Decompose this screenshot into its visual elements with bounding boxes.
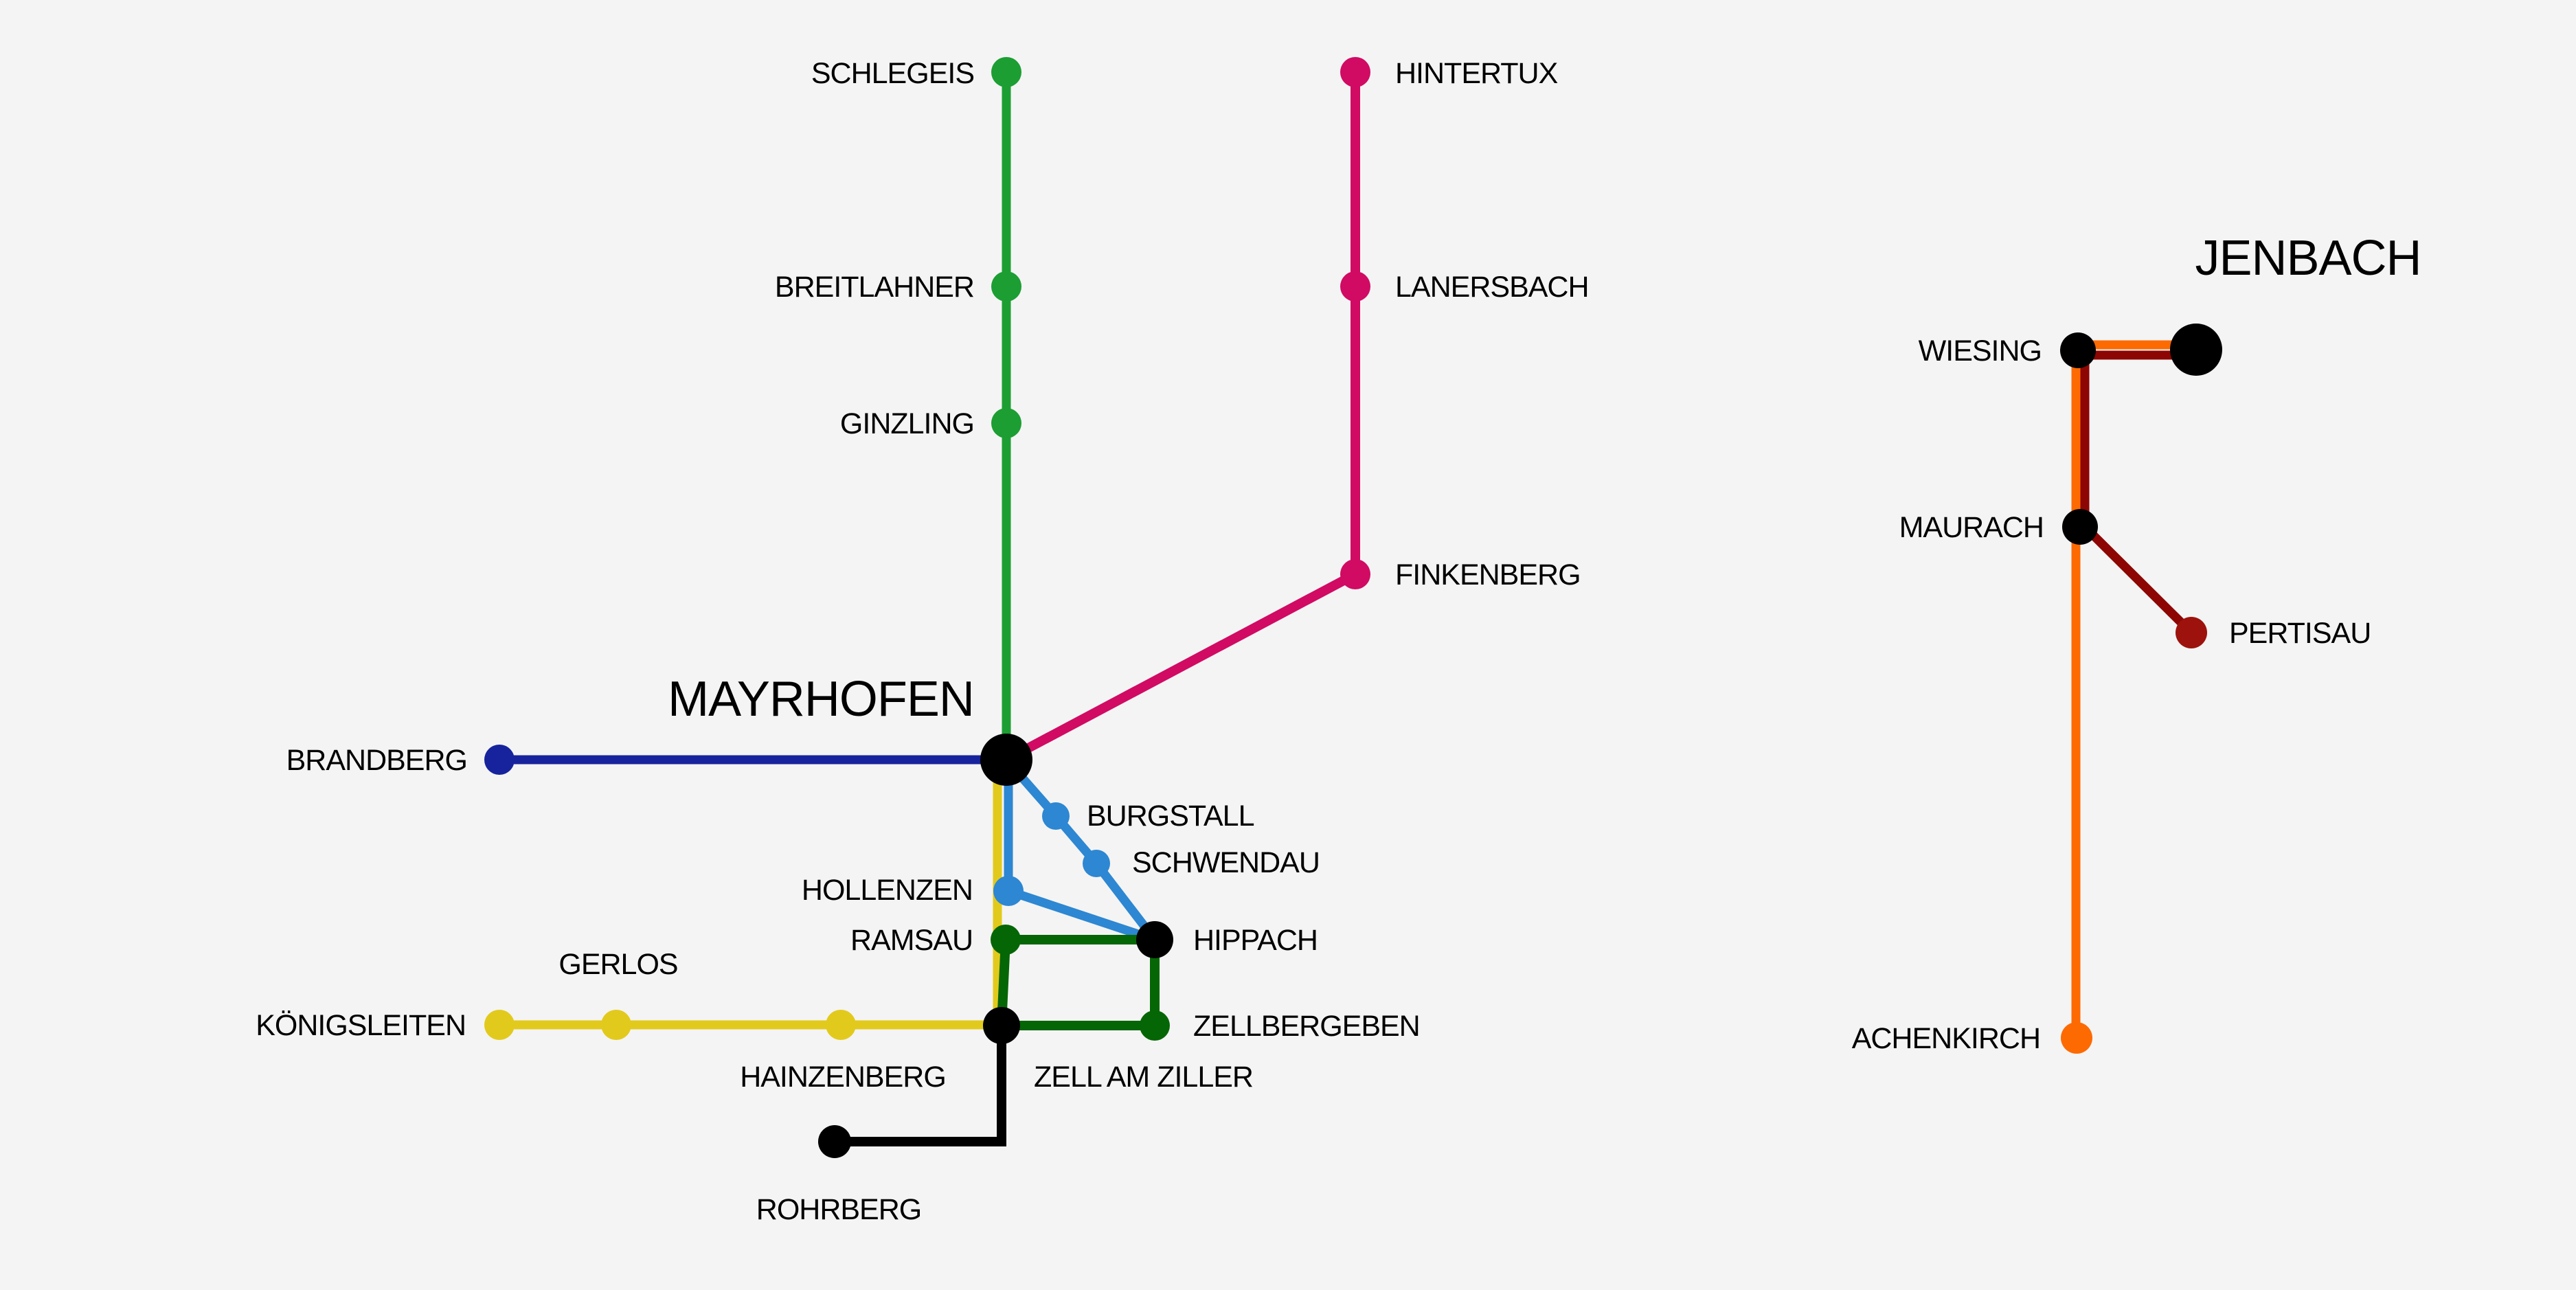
route-line-achental-darkred bbox=[2080, 350, 2196, 636]
station-dot-finkenberg[interactable] bbox=[1340, 559, 1370, 589]
station-dot-schwendau[interactable] bbox=[1083, 850, 1110, 877]
station-label-pertisau: PERTISAU bbox=[2229, 617, 2371, 650]
route-line-rohrberg-black bbox=[835, 1026, 1006, 1146]
station-dot-mayrhofen[interactable] bbox=[980, 734, 1032, 786]
station-label-jenbach: JENBACH bbox=[2195, 231, 2421, 286]
station-dot-brandberg[interactable] bbox=[484, 745, 515, 775]
station-dot-burgstall[interactable] bbox=[1042, 802, 1070, 830]
station-label-hollenzen: HOLLENZEN bbox=[802, 874, 973, 907]
station-dot-lanersbach[interactable] bbox=[1340, 271, 1370, 302]
station-dot-koenigsleiten[interactable] bbox=[484, 1010, 515, 1040]
station-dot-hollenzen[interactable] bbox=[993, 876, 1024, 906]
station-label-ginzling: GINZLING bbox=[840, 407, 974, 440]
station-label-brandberg: BRANDBERG bbox=[286, 744, 467, 777]
station-label-gerlos: GERLOS bbox=[558, 948, 677, 981]
station-dot-ginzling[interactable] bbox=[991, 408, 1021, 438]
station-dot-wiesing[interactable] bbox=[2060, 332, 2096, 368]
station-label-hainzenberg: HAINZENBERG bbox=[740, 1061, 946, 1094]
station-label-breitlahner: BREITLAHNER bbox=[775, 271, 974, 304]
station-dot-hintertux[interactable] bbox=[1340, 57, 1370, 87]
station-label-rohrberg: ROHRBERG bbox=[756, 1193, 921, 1226]
station-dot-zellbergeben[interactable] bbox=[1140, 1010, 1170, 1041]
route-line-hippach-lightblue-upper bbox=[1003, 756, 1159, 942]
station-label-hippach: HIPPACH bbox=[1193, 924, 1318, 957]
station-dot-rohrberg[interactable] bbox=[818, 1125, 851, 1158]
station-label-zell-am-ziller: ZELL AM ZILLER bbox=[1034, 1061, 1253, 1094]
station-dot-ramsau[interactable] bbox=[991, 925, 1021, 955]
station-dot-gerlos[interactable] bbox=[601, 1010, 631, 1040]
station-label-schwendau: SCHWENDAU bbox=[1132, 846, 1320, 879]
station-dot-breitlahner[interactable] bbox=[991, 271, 1021, 302]
station-label-achenkirch: ACHENKIRCH bbox=[1852, 1022, 2040, 1055]
station-dot-maurach[interactable] bbox=[2062, 509, 2098, 545]
station-dot-hainzenberg[interactable] bbox=[826, 1010, 856, 1040]
station-dot-jenbach[interactable] bbox=[2170, 324, 2222, 376]
station-label-wiesing: WIESING bbox=[1919, 335, 2042, 367]
station-dot-schlegeis[interactable] bbox=[991, 57, 1021, 87]
station-dot-zell-am-ziller[interactable] bbox=[983, 1007, 1020, 1044]
station-label-mayrhofen: MAYRHOFEN bbox=[668, 672, 974, 727]
station-label-schlegeis: SCHLEGEIS bbox=[811, 57, 974, 90]
station-label-burgstall: BURGSTALL bbox=[1087, 800, 1254, 833]
station-label-koenigsleiten: KÖNIGSLEITEN bbox=[256, 1009, 466, 1042]
station-dot-hippach[interactable] bbox=[1136, 921, 1173, 958]
station-label-ramsau: RAMSAU bbox=[850, 924, 973, 957]
station-dot-pertisau[interactable] bbox=[2176, 617, 2207, 648]
station-label-zellbergeben: ZELLBERGEBEN bbox=[1193, 1010, 1420, 1043]
station-label-hintertux: HINTERTUX bbox=[1395, 57, 1558, 90]
station-dot-achenkirch[interactable] bbox=[2061, 1022, 2092, 1054]
station-label-lanersbach: LANERSBACH bbox=[1395, 271, 1589, 304]
station-label-finkenberg: FINKENBERG bbox=[1395, 558, 1581, 591]
station-label-maurach: MAURACH bbox=[1899, 511, 2044, 544]
